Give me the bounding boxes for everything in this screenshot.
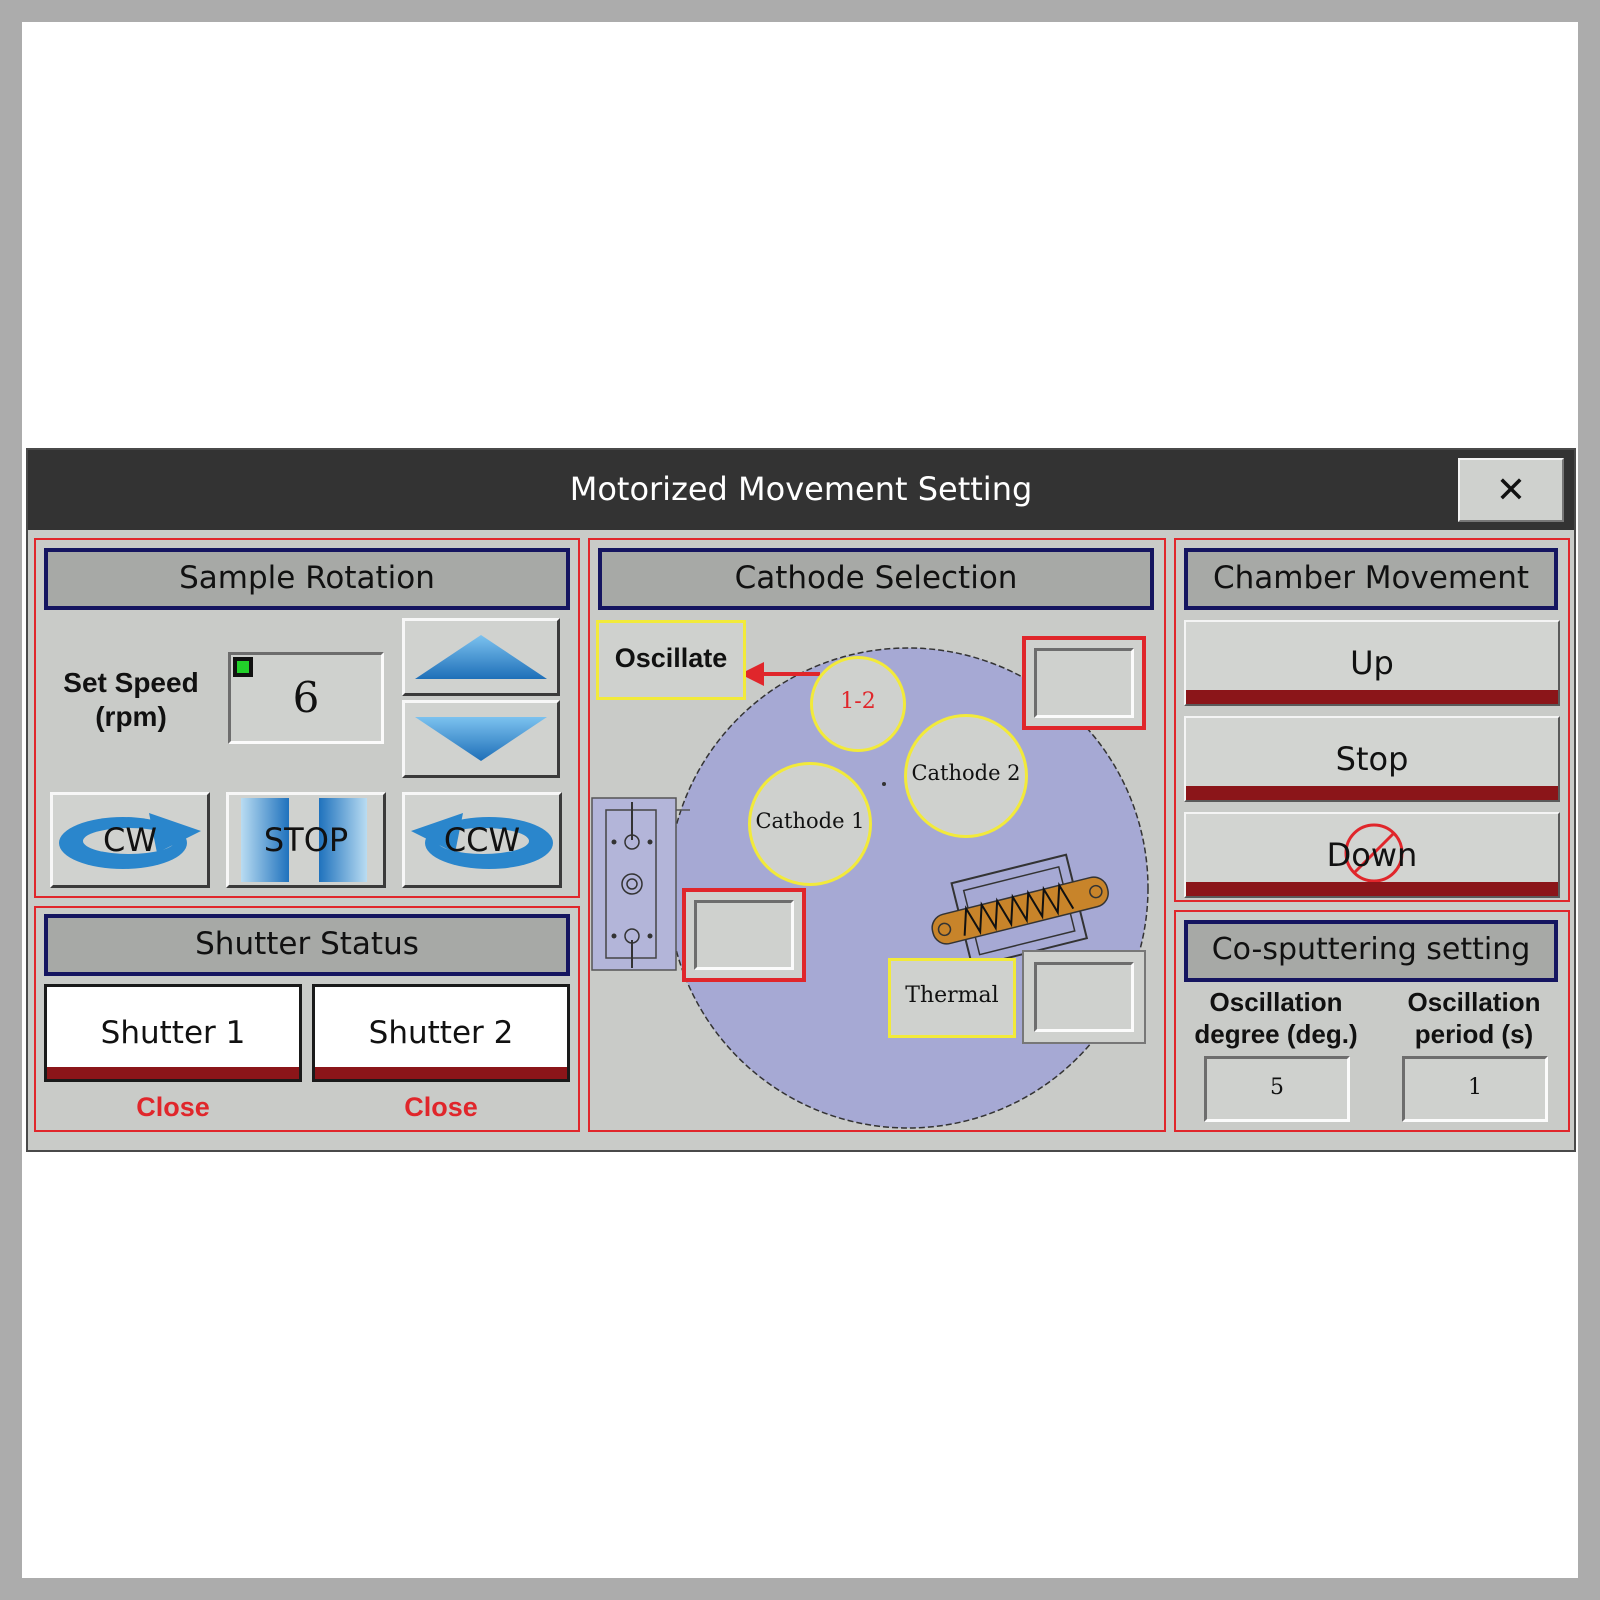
set-speed-label-line2: (rpm) bbox=[95, 701, 167, 732]
oscillate-label: Oscillate bbox=[614, 643, 728, 673]
cathode-1-2-button[interactable]: 1-2 bbox=[810, 656, 906, 752]
cosputtering-panel: Co-sputtering setting Oscillation degree… bbox=[1174, 910, 1570, 1132]
cathode-1-2-indicator-well bbox=[1034, 648, 1134, 718]
cathode-1-indicator[interactable] bbox=[682, 888, 806, 982]
cathode-1-indicator-well bbox=[694, 900, 794, 970]
cw-label: CW bbox=[103, 821, 157, 859]
oscillation-period-label: Oscillation period (s) bbox=[1376, 986, 1572, 1050]
shutter-2-status: Close bbox=[404, 1092, 478, 1122]
holder-bracket-sketch bbox=[591, 797, 690, 971]
ccw-button[interactable]: CCW bbox=[402, 792, 562, 888]
chamber-stop-button[interactable]: Stop bbox=[1184, 716, 1560, 802]
oscillation-degree-label-line1: Oscillation bbox=[1209, 987, 1343, 1017]
chamber-down-button[interactable]: Down bbox=[1184, 812, 1560, 898]
cathode-2-button[interactable]: Cathode 2 bbox=[904, 714, 1028, 838]
chamber-stop-bar bbox=[1186, 786, 1558, 800]
chamber-up-label: Up bbox=[1350, 644, 1394, 682]
status-led-icon bbox=[233, 657, 253, 677]
cathode-2-indicator[interactable] bbox=[1022, 950, 1146, 1044]
oscillation-degree-input[interactable]: 5 bbox=[1204, 1056, 1350, 1122]
cw-arrow-icon bbox=[59, 813, 201, 869]
cathode-2-indicator-well bbox=[1034, 962, 1134, 1032]
set-speed-label: Set Speed (rpm) bbox=[46, 666, 216, 734]
shutter-1-label: Shutter 1 bbox=[100, 1015, 246, 1051]
chamber-up-bar bbox=[1186, 690, 1558, 704]
oscillation-degree-label-line2: degree (deg.) bbox=[1194, 1019, 1358, 1049]
cathode-1-label: Cathode 1 bbox=[755, 809, 865, 833]
chamber-up-button[interactable]: Up bbox=[1184, 620, 1560, 706]
sample-rotation-header: Sample Rotation bbox=[44, 548, 570, 610]
oscillation-period-label-line2: period (s) bbox=[1414, 1019, 1534, 1049]
shutter-status-header: Shutter Status bbox=[44, 914, 570, 976]
oscillation-degree-label: Oscillation degree (deg.) bbox=[1178, 986, 1374, 1050]
shutter-2-label: Shutter 2 bbox=[368, 1015, 514, 1051]
thermal-label-box[interactable]: Thermal bbox=[888, 958, 1016, 1038]
ccw-label: CCW bbox=[443, 821, 521, 859]
shutter-1-bar bbox=[47, 1067, 299, 1079]
cathode-2-label: Cathode 2 bbox=[911, 761, 1021, 785]
shutter-2-bar bbox=[315, 1067, 567, 1079]
shutter-status-panel: Shutter Status Shutter 1 Close Shutter 2… bbox=[34, 906, 580, 1132]
speed-display[interactable]: 6 bbox=[228, 652, 384, 744]
speed-up-button[interactable] bbox=[402, 618, 560, 696]
oscillation-period-label-line1: Oscillation bbox=[1407, 987, 1541, 1017]
title-bar: Motorized Movement Setting ✕ bbox=[28, 450, 1574, 530]
stop-stripe-right bbox=[319, 798, 367, 882]
speed-down-button[interactable] bbox=[402, 700, 560, 778]
oscillate-arrow-icon bbox=[740, 662, 820, 686]
chamber-down-bar bbox=[1186, 882, 1558, 896]
thermal-label: Thermal bbox=[905, 983, 999, 1008]
motorized-movement-window: Motorized Movement Setting ✕ Sample Rota… bbox=[26, 448, 1576, 1152]
chamber-movement-header: Chamber Movement bbox=[1184, 548, 1558, 610]
speed-value: 6 bbox=[292, 673, 320, 722]
rotation-stop-button[interactable]: STOP bbox=[226, 792, 386, 888]
disabled-icon bbox=[1344, 823, 1404, 883]
cathode-selection-panel: Cathode Selection bbox=[588, 538, 1166, 1132]
chamber-stop-label: Stop bbox=[1335, 740, 1409, 778]
sample-rotation-panel: Sample Rotation Set Speed (rpm) 6 bbox=[34, 538, 580, 898]
cathode-1-2-indicator[interactable] bbox=[1022, 636, 1146, 730]
shutter-1-status: Close bbox=[136, 1092, 210, 1122]
up-arrow-icon bbox=[415, 635, 547, 679]
close-icon: ✕ bbox=[1495, 469, 1527, 511]
cathode-1-2-label: 1-2 bbox=[840, 689, 876, 714]
shutter-2-indicator[interactable]: Shutter 2 bbox=[312, 984, 570, 1082]
chamber-movement-panel: Chamber Movement Up Stop Down bbox=[1174, 538, 1570, 902]
window-title: Motorized Movement Setting bbox=[569, 470, 1033, 508]
rotation-stop-label: STOP bbox=[263, 821, 349, 859]
cw-button[interactable]: CW bbox=[50, 792, 210, 888]
platter-center-dot bbox=[882, 782, 886, 786]
oscillation-period-value: 1 bbox=[1468, 1075, 1482, 1100]
down-arrow-icon bbox=[415, 717, 547, 761]
close-button[interactable]: ✕ bbox=[1458, 458, 1564, 522]
oscillation-degree-value: 5 bbox=[1270, 1075, 1284, 1100]
cathode-selection-header: Cathode Selection bbox=[598, 548, 1154, 610]
ccw-arrow-icon bbox=[411, 813, 553, 869]
set-speed-label-line1: Set Speed bbox=[63, 667, 199, 698]
stop-stripe-left bbox=[241, 798, 289, 882]
shutter-1-indicator[interactable]: Shutter 1 bbox=[44, 984, 302, 1082]
oscillation-period-input[interactable]: 1 bbox=[1402, 1056, 1548, 1122]
cathode-1-button[interactable]: Cathode 1 bbox=[748, 762, 872, 886]
chamber-down-label: Down bbox=[1326, 836, 1418, 874]
oscillate-label-box[interactable]: Oscillate bbox=[596, 620, 746, 700]
cosputtering-header: Co-sputtering setting bbox=[1184, 920, 1558, 982]
